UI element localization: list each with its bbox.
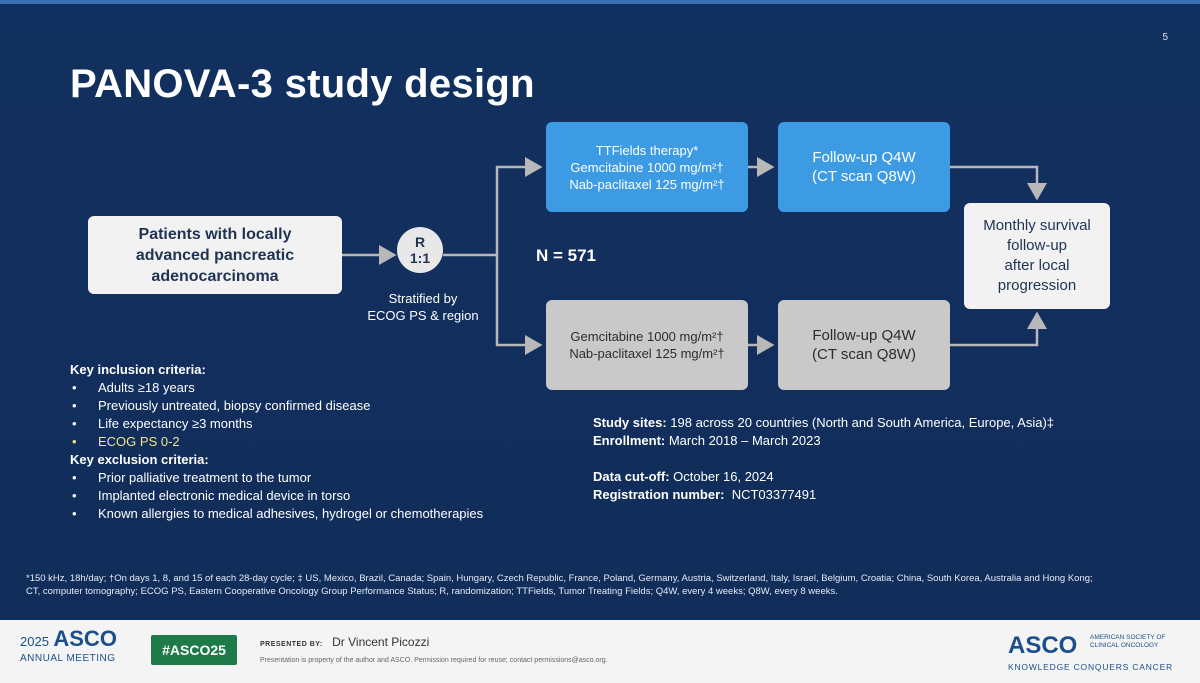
arm1-followup-line: Follow-up Q4W (812, 149, 916, 166)
footnotes: *150 kHz, 18h/day; †On days 1, 8, and 15… (26, 573, 1186, 598)
survival-line: Monthly survival (983, 217, 1091, 234)
inclusion-item: Life expectancy ≥3 months (70, 415, 490, 433)
study-sites: Study sites: 198 across 20 countries (No… (593, 415, 1055, 430)
presenter-line: PRESENTED BY: Dr Vincent Picozzi (260, 635, 429, 649)
inclusion-item: Previously untreated, biopsy confirmed d… (70, 397, 490, 415)
patients-box: Patients with locally advanced pancreati… (88, 216, 342, 294)
stratification-note: Stratified by ECOG PS & region (348, 290, 498, 324)
tagline: KNOWLEDGE CONQUERS CANCER (1008, 662, 1173, 672)
study-cutoff: Data cut-off: October 16, 2024 (593, 469, 774, 484)
top-strip (0, 0, 1200, 4)
footnote-line: CT, computer tomography; ECOG PS, Easter… (26, 585, 838, 597)
exclusion-item: Prior palliative treatment to the tumor (70, 469, 490, 487)
exclusion-item: Known allergies to medical adhesives, hy… (70, 505, 490, 523)
arm2-followup-line: (CT scan Q8W) (812, 346, 916, 363)
flow-connectors (342, 157, 1047, 355)
eligibility-criteria: Key inclusion criteria: Adults ≥18 years… (70, 361, 490, 523)
arm2-followup-box: Follow-up Q4W (CT scan Q8W) (778, 300, 950, 390)
exclusion-item: Implanted electronic medical device in t… (70, 487, 490, 505)
annual-meeting-label: ANNUAL MEETING (20, 653, 116, 664)
asco-wordmark: ASCO (53, 626, 117, 651)
arm1-line: Nab-paclitaxel 125 mg/m²† (569, 176, 725, 192)
slide: 5 PANOVA-3 study design Patients with lo… (0, 0, 1200, 620)
arrow-followup1-to-survival (950, 165, 1047, 201)
survival-line: progression (997, 277, 1077, 294)
footer-bar: 2025 ASCO ANNUAL MEETING #ASCO25 PRESENT… (0, 620, 1200, 683)
footnote-line: *150 kHz, 18h/day; †On days 1, 8, and 15… (26, 573, 1093, 584)
arm2-line: Nab-paclitaxel 125 mg/m²† (569, 346, 725, 361)
asco-wordmark-right: ASCO (1008, 632, 1078, 659)
stratification-line: ECOG PS & region (367, 308, 479, 323)
arrow-split-to-arm1 (495, 157, 543, 255)
asco-society-logo: ASCO AMERICAN SOCIETY OF CLINICAL ONCOLO… (1008, 632, 1176, 672)
permission-note: Presentation is property of the author a… (260, 657, 608, 664)
spacer (593, 450, 1153, 468)
sample-size-label: N = 571 (536, 246, 597, 265)
slide-title: PANOVA-3 study design (70, 62, 535, 106)
randomization-r: R (414, 234, 426, 250)
stratification-line: Stratified by (388, 291, 458, 306)
meeting-year: 2025 (20, 634, 49, 649)
inclusion-item: Adults ≥18 years (70, 379, 490, 397)
arm1-followup-line: (CT scan Q8W) (812, 168, 916, 185)
arm2-treatment-box: Gemcitabine 1000 mg/m²† Nab-paclitaxel 1… (546, 300, 748, 390)
asco-annual-meeting-logo: 2025 ASCO ANNUAL MEETING (20, 628, 117, 666)
hashtag-badge: #ASCO25 (151, 635, 237, 665)
randomization-ratio: 1:1 (409, 250, 431, 266)
arm2-followup-line: Follow-up Q4W (812, 327, 916, 344)
arm1-line: Gemcitabine 1000 mg/m²† (570, 159, 724, 175)
arm1-followup-box: Follow-up Q4W (CT scan Q8W) (778, 122, 950, 212)
page-number: 5 (1162, 32, 1168, 43)
arm1-line: TTFields therapy* (595, 142, 699, 158)
arm1-treatment-box: TTFields therapy* Gemcitabine 1000 mg/m²… (546, 122, 748, 212)
patients-line: adenocarcinoma (151, 267, 279, 285)
study-registration: Registration number: NCT03377491 (593, 487, 817, 502)
survival-followup-box: Monthly survival follow-up after local p… (964, 203, 1110, 309)
study-details: Study sites: 198 across 20 countries (No… (593, 414, 1153, 504)
presented-by-label: PRESENTED BY: (260, 641, 323, 648)
randomization-circle: R 1:1 (397, 227, 443, 273)
exclusion-list: Prior palliative treatment to the tumor … (70, 469, 490, 523)
patients-line: advanced pancreatic (135, 246, 295, 264)
survival-line: after local (1004, 257, 1070, 274)
survival-line: follow-up (1006, 237, 1068, 254)
inclusion-list: Adults ≥18 years Previously untreated, b… (70, 379, 490, 451)
exclusion-heading: Key exclusion criteria: (70, 452, 209, 467)
study-enrollment: Enrollment: March 2018 – March 2023 (593, 433, 821, 448)
presenter-name: Dr Vincent Picozzi (332, 635, 430, 649)
arrow-split-to-arm2 (495, 255, 543, 355)
inclusion-item-highlighted: ECOG PS 0-2 (70, 433, 490, 451)
arrow-followup2-to-survival (950, 311, 1047, 347)
patients-line: Patients with locally (138, 225, 292, 243)
arm2-line: Gemcitabine 1000 mg/m²† (570, 329, 724, 344)
society-name: AMERICAN SOCIETY OF CLINICAL ONCOLOGY (1090, 634, 1166, 649)
inclusion-heading: Key inclusion criteria: (70, 362, 206, 377)
